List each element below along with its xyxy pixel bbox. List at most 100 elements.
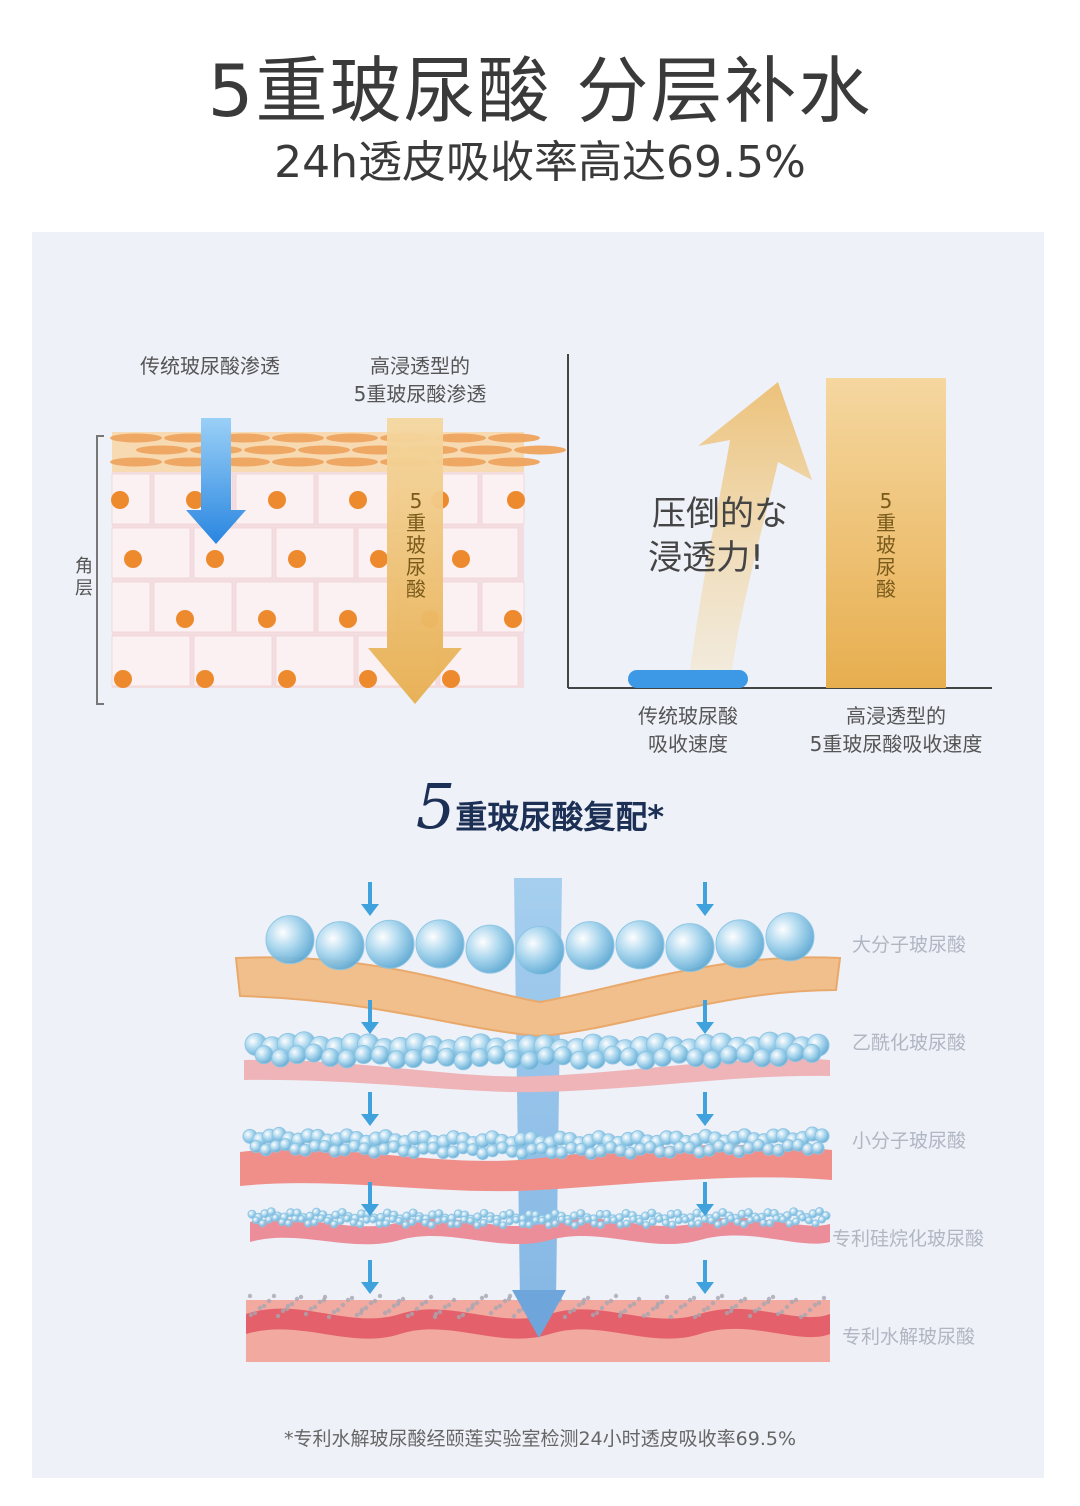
- slogan-line-1: 压倒的な: [652, 494, 788, 534]
- hyaluronic-bubble: [427, 1220, 436, 1229]
- hyaluronic-bubble: [421, 1218, 430, 1227]
- hyaluronic-particle: [622, 1308, 628, 1314]
- cell-nucleus: [278, 670, 296, 688]
- hyaluronic-bubble: [362, 1215, 371, 1224]
- hyaluronic-bubble: [564, 1218, 573, 1227]
- hyaluronic-bubble: [375, 1220, 384, 1229]
- hyaluronic-particle: [627, 1303, 633, 1309]
- hyaluronic-particle: [770, 1294, 776, 1300]
- hyaluronic-bubble: [802, 1043, 822, 1063]
- hyaluronic-bubble: [791, 1217, 800, 1226]
- hyaluronic-bubble: [315, 921, 365, 971]
- hyaluronic-bubble: [726, 1214, 735, 1223]
- side-arrows: [361, 882, 714, 1294]
- hyaluronic-bubble: [499, 1221, 508, 1230]
- cell-nucleus: [339, 610, 357, 628]
- hyaluronic-particle: [581, 1297, 587, 1303]
- complex-title-text: 重玻尿酸复配*: [455, 798, 665, 836]
- hyaluronic-particle: [409, 1311, 415, 1317]
- hyaluronic-particle: [798, 1314, 804, 1320]
- hyaluronic-bubble: [536, 1046, 556, 1066]
- hyaluronic-bubble: [759, 1218, 768, 1227]
- hyaluronic-bubble: [586, 1049, 606, 1069]
- down-arrow-icon: [361, 1260, 379, 1294]
- hyaluronic-particle: [470, 1302, 476, 1308]
- hyaluronic-bubble: [486, 1045, 506, 1065]
- hyaluronic-particle: [821, 1295, 827, 1301]
- layer-5-particles: [247, 1293, 827, 1320]
- layer-label-1: 大分子玻尿酸: [852, 934, 967, 956]
- enhanced-bar: [826, 378, 946, 688]
- hyaluronic-bubble: [323, 1216, 332, 1225]
- hyaluronic-particle: [423, 1299, 429, 1305]
- hyaluronic-bubble: [694, 1219, 703, 1228]
- enhanced-penetration-label-1: 高浸透型的: [370, 354, 470, 378]
- hyaluronic-bubble: [258, 1219, 267, 1228]
- hyaluronic-bubble: [665, 923, 715, 973]
- hyaluronic-bubble: [811, 1141, 825, 1155]
- hyaluronic-particle: [631, 1301, 637, 1307]
- hyaluronic-bubble: [642, 1221, 651, 1230]
- hyaluronic-particle: [298, 1294, 304, 1300]
- cell-nucleus: [504, 610, 522, 628]
- hyaluronic-bubble: [765, 912, 815, 962]
- lens-cell: [110, 457, 162, 467]
- hyaluronic-particle: [502, 1298, 508, 1304]
- hyaluronic-bubble: [603, 1216, 612, 1225]
- hyaluronic-particle: [691, 1295, 697, 1301]
- down-arrow-icon: [696, 1092, 714, 1126]
- hyaluronic-particle: [266, 1298, 272, 1304]
- hyaluronic-particle: [261, 1303, 267, 1309]
- cell-nucleus: [507, 491, 525, 509]
- traditional-speed-label-1: 传统玻尿酸: [638, 704, 738, 728]
- hyaluronic-particle: [275, 1313, 281, 1319]
- hyaluronic-bubble: [531, 1216, 540, 1225]
- hyaluronic-bubble: [403, 1048, 423, 1068]
- footnote: *专利水解玻尿酸经颐莲实验室检测24小时透皮吸收率69.5%: [283, 1428, 797, 1450]
- hyaluronic-bubble: [453, 1220, 462, 1229]
- lens-cell: [488, 457, 540, 467]
- hyaluronic-bubble: [453, 1051, 473, 1071]
- hyaluronic-bubble: [814, 1128, 830, 1144]
- brick-cell: [111, 581, 151, 633]
- hyaluronic-bubble: [354, 1045, 374, 1065]
- hyaluronic-bubble: [271, 1213, 280, 1222]
- layer-4-band: [250, 1217, 830, 1245]
- hyaluronic-particle: [816, 1300, 822, 1306]
- hyaluronic-particle: [308, 1306, 314, 1312]
- hyaluronic-particle: [451, 1297, 457, 1303]
- cell-nucleus: [206, 550, 224, 568]
- hyaluronic-particle: [372, 1298, 378, 1304]
- layer-4-bubbles: [247, 1207, 831, 1230]
- hyaluronic-bubble: [719, 1045, 739, 1065]
- hyaluronic-particle: [585, 1295, 591, 1301]
- hyaluronic-particle: [507, 1293, 513, 1299]
- hyaluronic-particle: [766, 1296, 772, 1302]
- hyaluronic-bubble: [278, 1218, 287, 1227]
- hyaluronic-bubble: [681, 1215, 690, 1224]
- hyaluronic-particle: [359, 1307, 365, 1313]
- hyaluronic-bubble: [440, 1215, 449, 1224]
- hyaluronic-bubble: [515, 925, 565, 975]
- hyaluronic-particle: [742, 1296, 748, 1302]
- hyaluronic-bubble: [739, 1220, 748, 1229]
- layer-label-2: 乙酰化玻尿酸: [852, 1032, 967, 1054]
- brick-cell: [439, 527, 519, 579]
- hyaluronic-particle: [331, 1309, 337, 1315]
- lens-cell: [326, 433, 378, 443]
- hyaluronic-bubble: [636, 1050, 656, 1070]
- hyaluronic-bubble: [492, 1218, 501, 1227]
- hyaluronic-particle: [456, 1314, 462, 1320]
- hyaluronic-bubble: [486, 1215, 495, 1224]
- hyaluronic-particle: [280, 1308, 286, 1314]
- hyaluronic-bubble: [702, 1050, 722, 1070]
- complex-title-number: 5: [415, 770, 456, 843]
- down-arrow-icon: [361, 1092, 379, 1126]
- hyaluronic-bubble: [320, 1048, 340, 1068]
- hyaluronic-particle: [812, 1302, 818, 1308]
- hyaluronic-particle: [807, 1307, 813, 1313]
- hyaluronic-particle: [460, 1312, 466, 1318]
- layer-3-band: [240, 1144, 832, 1192]
- hyaluronic-bubble: [525, 1220, 534, 1229]
- hyaluronic-particle: [483, 1293, 489, 1299]
